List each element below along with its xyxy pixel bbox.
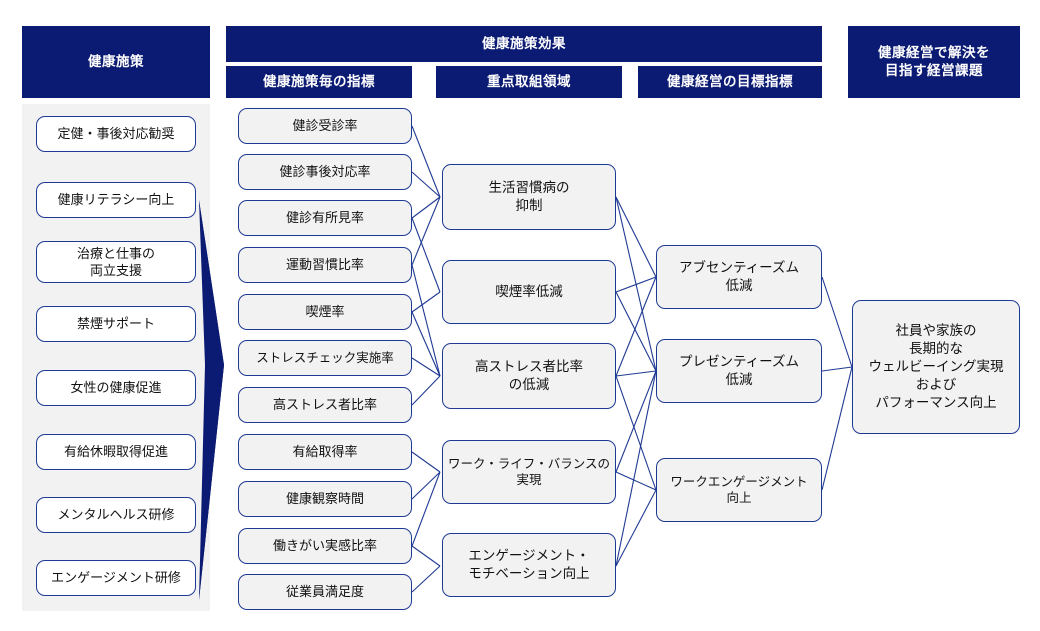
header-kpi: 健康施策毎の指標 [226,66,412,98]
indicator-item-5[interactable]: ストレスチェック実施率 [238,340,412,376]
header-policy: 健康施策 [22,26,210,98]
focus-area-0[interactable]: 生活習慣病の 抑制 [442,164,616,230]
focus-area-4[interactable]: エンゲージメント・ モチベーション向上 [442,533,616,597]
focus-area-3[interactable]: ワーク・ライフ・バランスの 実現 [442,440,616,504]
indicator-item-8[interactable]: 健康観察時間 [238,481,412,517]
goal-item-1[interactable]: プレゼンティーズム 低減 [656,339,822,403]
header-effect: 健康施策効果 [226,26,822,62]
indicator-item-3[interactable]: 運動習慣比率 [238,247,412,283]
policy-item-3[interactable]: 禁煙サポート [36,306,196,342]
focus-area-1[interactable]: 喫煙率低減 [442,260,616,324]
indicator-item-6[interactable]: 高ストレス者比率 [238,387,412,423]
policy-item-1[interactable]: 健康リテラシー向上 [36,182,196,218]
header-issue: 健康経営で解決を 目指す経営課題 [848,26,1020,98]
header-goal: 健康経営の目標指標 [638,66,822,98]
policy-item-6[interactable]: メンタルヘルス研修 [36,497,196,533]
goal-item-2[interactable]: ワークエンゲージメント 向上 [656,458,822,522]
indicator-item-9[interactable]: 働きがい実感比率 [238,528,412,564]
indicator-item-2[interactable]: 健診有所見率 [238,200,412,236]
indicator-item-1[interactable]: 健診事後対応率 [238,154,412,190]
header-focus: 重点取組領域 [436,66,622,98]
indicator-item-4[interactable]: 喫煙率 [238,294,412,330]
policy-item-5[interactable]: 有給休暇取得促進 [36,434,196,470]
policy-item-7[interactable]: エンゲージメント研修 [36,560,196,596]
indicator-item-10[interactable]: 従業員満足度 [238,574,412,610]
outcome-box[interactable]: 社員や家族の 長期的な ウェルビーイング実現 および パフォーマンス向上 [852,300,1020,434]
goal-item-0[interactable]: アブセンティーズム 低減 [656,245,822,309]
indicator-item-0[interactable]: 健診受診率 [238,108,412,144]
indicator-item-7[interactable]: 有給取得率 [238,434,412,470]
policy-item-4[interactable]: 女性の健康促進 [36,370,196,406]
focus-area-2[interactable]: 高ストレス者比率 の低減 [442,343,616,409]
policy-item-0[interactable]: 定健・事後対応勧奨 [36,116,196,152]
policy-item-2[interactable]: 治療と仕事の 両立支援 [36,241,196,283]
